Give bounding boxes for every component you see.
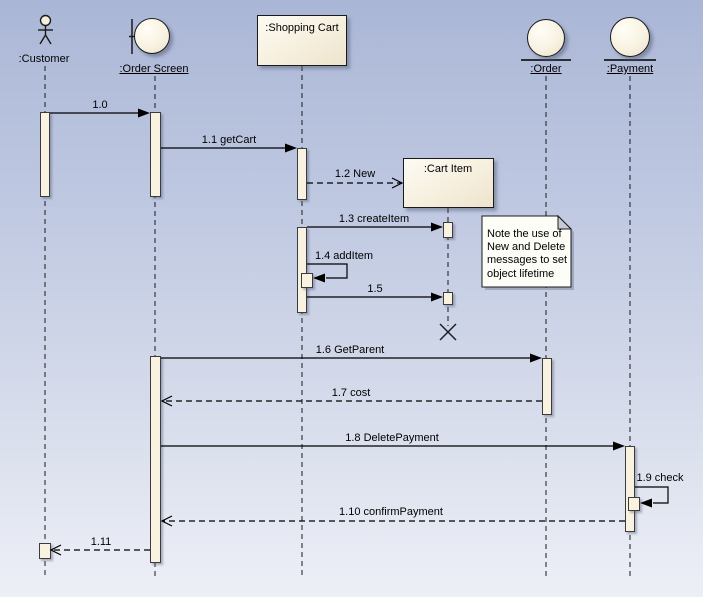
message-label-1-11[interactable]: 1.11 bbox=[90, 536, 112, 548]
activation-cart-item-2[interactable] bbox=[443, 292, 453, 305]
message-label-1-2[interactable]: 1.2 New bbox=[334, 168, 376, 180]
note-line-1: Note the use of bbox=[487, 228, 562, 240]
note-shape[interactable] bbox=[481, 214, 574, 290]
activation-shopping-cart-self[interactable] bbox=[301, 273, 313, 288]
activation-order-screen-1[interactable] bbox=[150, 112, 161, 197]
object-box-cart-item[interactable] bbox=[403, 158, 494, 208]
activation-payment[interactable] bbox=[625, 446, 635, 532]
participant-label-customer[interactable]: :Customer bbox=[18, 53, 70, 65]
message-1-0-line[interactable] bbox=[50, 108, 150, 118]
message-label-1-10[interactable]: 1.10 confirmPayment bbox=[339, 506, 443, 518]
message-label-1-1[interactable]: 1.1 getCart bbox=[201, 134, 257, 146]
note-line-4: object lifetime bbox=[487, 267, 555, 280]
participant-label-order[interactable]: :Order bbox=[530, 63, 562, 75]
activation-order[interactable] bbox=[542, 358, 552, 415]
destroy-x-marker[interactable] bbox=[439, 323, 457, 341]
boundary-circle-order-screen[interactable] bbox=[134, 18, 170, 54]
message-1-4-self-line[interactable] bbox=[307, 263, 348, 283]
message-1-11-line[interactable] bbox=[49, 544, 150, 556]
activation-shopping-cart-2[interactable] bbox=[297, 227, 307, 313]
actor-icon[interactable] bbox=[38, 14, 53, 45]
message-1-6-line[interactable] bbox=[161, 353, 542, 363]
participant-label-order-screen[interactable]: :Order Screen bbox=[119, 63, 189, 75]
message-label-1-0[interactable]: 1.0 bbox=[92, 99, 108, 111]
message-1-1-line[interactable] bbox=[161, 143, 297, 153]
note-line-3: messages to set bbox=[487, 254, 568, 267]
participant-label-payment[interactable]: :Payment bbox=[606, 63, 654, 75]
activation-shopping-cart-1[interactable] bbox=[297, 148, 307, 200]
message-label-1-5[interactable]: 1.5 bbox=[367, 283, 383, 295]
participant-label-cart-item[interactable]: :Cart Item bbox=[423, 163, 473, 175]
participant-label-shopping-cart[interactable]: :Shopping Cart bbox=[265, 22, 339, 34]
message-label-1-6[interactable]: 1.6 GetParent bbox=[315, 344, 385, 356]
message-label-1-7[interactable]: 1.7 cost bbox=[331, 387, 371, 399]
note-text[interactable]: Note the use of New and Delete messages … bbox=[487, 228, 567, 281]
message-1-7-line[interactable] bbox=[160, 395, 542, 407]
message-1-10-line[interactable] bbox=[160, 515, 625, 527]
message-1-2-line[interactable] bbox=[307, 177, 404, 189]
entity-circle-payment[interactable] bbox=[610, 17, 650, 57]
activation-payment-self[interactable] bbox=[628, 497, 640, 511]
message-label-1-9[interactable]: 1.9 check bbox=[636, 472, 684, 484]
message-1-8-line[interactable] bbox=[161, 441, 625, 451]
message-label-1-3[interactable]: 1.3 createItem bbox=[338, 213, 410, 225]
activation-customer-2[interactable] bbox=[39, 543, 51, 559]
entity-circle-order[interactable] bbox=[527, 19, 565, 57]
activation-order-screen-2[interactable] bbox=[150, 356, 161, 563]
object-box-shopping-cart[interactable] bbox=[257, 15, 347, 66]
activation-customer-1[interactable] bbox=[40, 112, 50, 197]
message-label-1-4[interactable]: 1.4 addItem bbox=[314, 250, 374, 262]
message-label-1-8[interactable]: 1.8 DeletePayment bbox=[345, 432, 439, 444]
note-line-2: New and Delete bbox=[487, 241, 566, 254]
activation-cart-item-1[interactable] bbox=[443, 222, 453, 238]
note-fold-corner bbox=[557, 214, 573, 230]
message-1-9-self-line[interactable] bbox=[635, 486, 669, 508]
message-1-5-line[interactable] bbox=[307, 292, 443, 302]
message-1-3-line[interactable] bbox=[307, 222, 443, 232]
